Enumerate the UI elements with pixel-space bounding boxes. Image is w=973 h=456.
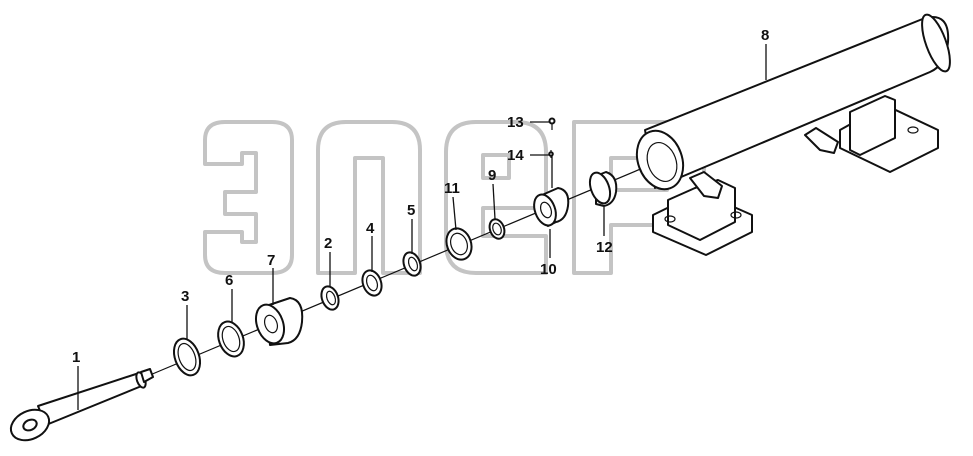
callout-2: 2: [324, 235, 332, 252]
callout-11: 11: [444, 180, 460, 197]
callout-9: 9: [488, 167, 496, 184]
seal-outer: [320, 285, 340, 311]
part-seal-5: [402, 251, 422, 277]
callout-6: 6: [225, 272, 233, 289]
gland-bore: [263, 314, 279, 334]
barrel-body: [644, 16, 950, 189]
part-piston-rod: [9, 368, 154, 442]
washer-inner: [449, 232, 469, 256]
leader-9: [492, 183, 496, 220]
gland-face: [254, 303, 286, 345]
part-washer-4: [361, 269, 383, 297]
part-small-screw-13: [548, 117, 556, 130]
piston-face: [533, 193, 557, 227]
part-pin-14: [548, 150, 554, 158]
callout-7: 7: [267, 252, 275, 269]
callout-12: 12: [596, 239, 613, 256]
callout-1: 1: [72, 349, 80, 366]
callout-4: 4: [366, 220, 375, 237]
watermark-letter-e2: [444, 120, 548, 275]
watermark-letter-p: [316, 120, 422, 275]
rod-eye-hole: [22, 418, 38, 432]
part-o-ring-3: [172, 337, 202, 377]
pin-head: [548, 151, 554, 157]
rod-shaft: [37, 373, 146, 426]
barrel-front-open-end: [635, 129, 685, 191]
barrel-bore: [646, 142, 678, 182]
leader-11: [452, 196, 457, 231]
callout-10: 10: [540, 261, 557, 278]
barrel-rear-end-cap: [921, 13, 951, 73]
o-ring-inner: [177, 342, 197, 372]
part-washer-11: [445, 227, 473, 261]
rear-port-fitting: [804, 127, 839, 154]
callout-14: 14: [507, 147, 524, 164]
part-piston: [533, 187, 570, 227]
seal-inner: [325, 290, 337, 306]
rear-foot-bolt-hole: [907, 126, 919, 134]
callout-5: 5: [407, 202, 415, 219]
rod-threaded-end: [140, 368, 154, 383]
part-o-ring-9: [488, 218, 506, 240]
callout-3: 3: [181, 288, 189, 305]
part-o-ring-6: [217, 320, 245, 358]
screw-head: [548, 117, 556, 125]
part-cylinder-barrel: [635, 13, 951, 256]
watermark-letter-e: [203, 120, 294, 275]
front-port-fitting: [689, 171, 723, 199]
leader-lines: [77, 44, 767, 410]
callout-labels: 1 2 3 4 5 6 7 8 9 10 11 12 13 14: [72, 27, 769, 366]
piston-bore: [539, 201, 553, 219]
callout-13: 13: [507, 114, 524, 131]
o-ring-inner: [221, 325, 241, 353]
front-foot-bolt-hole-2: [730, 211, 742, 219]
callout-8: 8: [761, 27, 769, 44]
guide-ring-face: [588, 171, 612, 205]
part-guide-ring: [588, 171, 618, 207]
part-seal-2: [320, 285, 340, 311]
o-ring-outer: [172, 337, 202, 377]
o-ring-outer: [217, 320, 245, 358]
o-ring-inner: [492, 222, 502, 236]
front-foot-bolt-hole: [664, 215, 676, 223]
washer-inner: [365, 274, 379, 292]
part-gland: [254, 297, 304, 346]
seal-inner: [407, 256, 419, 272]
rear-foot-post: [849, 95, 896, 156]
